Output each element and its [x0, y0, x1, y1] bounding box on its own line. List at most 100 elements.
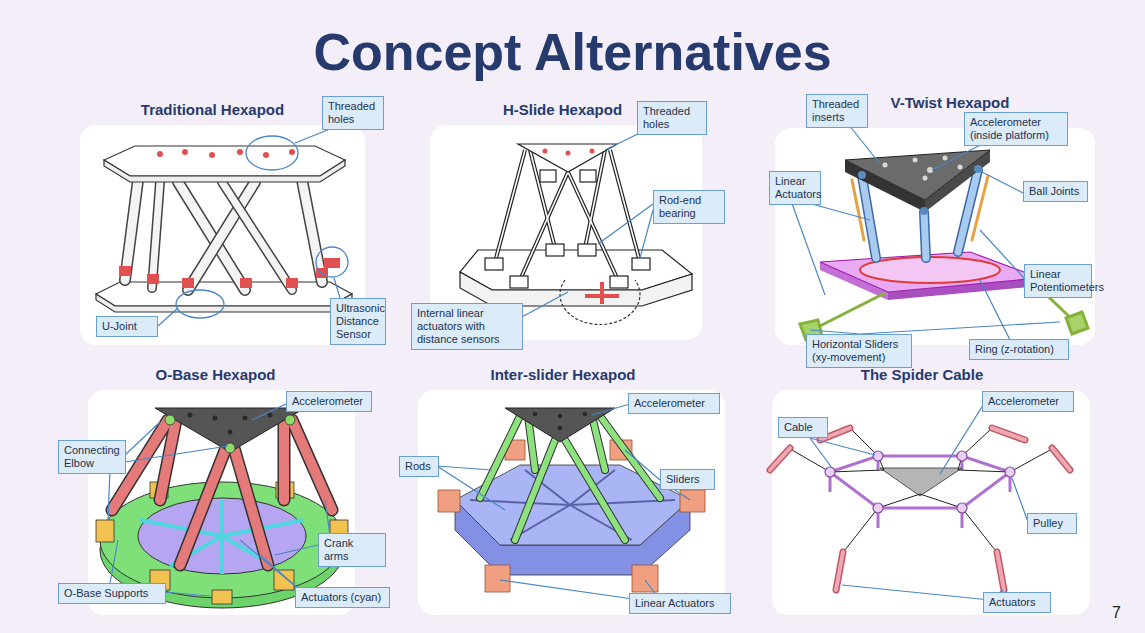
- panel-heading: Traditional Hexapod: [80, 101, 345, 119]
- callout-text: Accelerometer: [988, 395, 1068, 408]
- drawing-shape: [96, 520, 114, 542]
- callout-text: Cable: [784, 421, 822, 434]
- leader-line: [992, 428, 1025, 440]
- o-base-hexapod-model: [96, 408, 348, 608]
- callout-box: Ball Joints: [1023, 181, 1088, 202]
- drawing-shape: [792, 430, 1050, 550]
- leader-line: [932, 140, 990, 170]
- leader-line: [112, 420, 168, 510]
- drawing-shape: [150, 482, 168, 498]
- drawing-shape: [460, 250, 692, 290]
- drawing-shape: [112, 420, 332, 565]
- leader-line: [845, 120, 880, 164]
- callout-box: U-Joint: [96, 316, 158, 337]
- leader-line: [480, 416, 520, 498]
- leader-line: [790, 198, 870, 220]
- callout-box: Accelerometer (inside platform): [964, 112, 1068, 146]
- drawing-shape: [830, 456, 1010, 528]
- drawing-shape: [176, 136, 348, 318]
- drawing-shape: [289, 149, 295, 155]
- drawing-shape: [285, 415, 295, 425]
- drawing-shape: [533, 412, 538, 417]
- concept-panel: V-Twist HexapodThreaded insertsAccelerom…: [775, 128, 1095, 345]
- drawing-shape: [495, 150, 640, 280]
- leader-line: [565, 440, 625, 540]
- v-twist-hexapod-model: [800, 150, 1088, 340]
- drawing-shape: [770, 428, 1070, 590]
- drawing-shape: [845, 160, 925, 212]
- leader-line: [112, 420, 168, 510]
- drawing-shape: [96, 294, 352, 312]
- leader-line: [592, 416, 605, 470]
- callout-text: Threaded holes: [643, 105, 701, 131]
- callout-box: Connecting Elbow: [58, 440, 126, 474]
- drawing-shape: [957, 503, 967, 513]
- leader-line: [592, 404, 630, 415]
- callout-box: Crank arms: [318, 533, 386, 567]
- drawing-shape: [150, 570, 170, 590]
- leader-line: [820, 428, 850, 440]
- drawing-shape: [505, 440, 525, 460]
- leader-line-group: [108, 120, 1060, 600]
- callout-box: Rod-end bearing: [653, 190, 725, 224]
- leader-line: [292, 420, 332, 510]
- callout-box: O-Base Supports: [58, 583, 166, 604]
- callout-box: Linear Potentiometers: [1024, 264, 1092, 298]
- callout-text: Linear Actuators: [635, 597, 725, 610]
- drawing-shape: [182, 149, 188, 155]
- drawing-shape: [212, 590, 232, 604]
- callout-box: Accelerometer: [982, 391, 1074, 412]
- leader-line: [125, 180, 138, 280]
- drawing-shape: [100, 492, 344, 608]
- leader-line: [140, 520, 222, 536]
- leader-line: [992, 428, 1025, 440]
- drawing-shape: [104, 160, 345, 182]
- panel-heading: The Spider Cable: [772, 366, 1072, 384]
- leader-line: [997, 552, 1004, 590]
- leader-line: [222, 182, 292, 290]
- drawing-shape: [455, 500, 690, 575]
- leader-line: [862, 176, 876, 258]
- leader-line: [325, 500, 330, 535]
- callout-text: Pulley: [1033, 517, 1071, 530]
- leader-line: [836, 552, 843, 590]
- drawing-shape: [209, 152, 215, 158]
- leader-line: [110, 540, 118, 583]
- leader-line: [188, 182, 255, 290]
- leader-line: [605, 128, 650, 150]
- leader-line: [530, 150, 555, 248]
- drawing-shape: [505, 408, 615, 442]
- drawing-shape: [546, 244, 564, 256]
- drawing-shape: [533, 412, 588, 431]
- drawing-shape: [820, 252, 1040, 300]
- leader-line: [295, 127, 335, 143]
- drawing-shape: [438, 490, 460, 512]
- leader-line: [810, 330, 860, 334]
- callout-box: Accelerometer: [286, 391, 372, 412]
- spider-cable-model: [770, 428, 1070, 590]
- leader-line: [520, 292, 568, 318]
- leader-line: [437, 466, 492, 470]
- drawing-shape: [213, 416, 218, 421]
- drawing-shape: [873, 451, 883, 461]
- drawing-shape: [176, 290, 224, 318]
- drawing-shape: [927, 167, 933, 173]
- drawing-shape: [543, 149, 620, 305]
- leader-line: [125, 446, 228, 462]
- leader-line: [302, 180, 322, 282]
- leader-line: [530, 150, 555, 248]
- leader-line: [924, 212, 926, 258]
- drawing-shape: [155, 408, 305, 452]
- drawing-shape: [800, 284, 1088, 340]
- leader-line: [982, 172, 1023, 193]
- drawing-shape: [583, 412, 588, 417]
- callout-box: Threaded holes: [637, 101, 707, 135]
- leader-line: [222, 182, 292, 290]
- callout-box: Horizontal Sliders (xy-movement): [806, 334, 912, 368]
- drawing-shape: [860, 257, 1000, 283]
- callout-text: Ring (z-rotation): [975, 343, 1063, 356]
- drawing-shape: [228, 430, 233, 435]
- callout-text: Actuators: [989, 596, 1045, 609]
- leader-line: [275, 545, 318, 555]
- callout-text: Actuators (cyan): [301, 591, 384, 604]
